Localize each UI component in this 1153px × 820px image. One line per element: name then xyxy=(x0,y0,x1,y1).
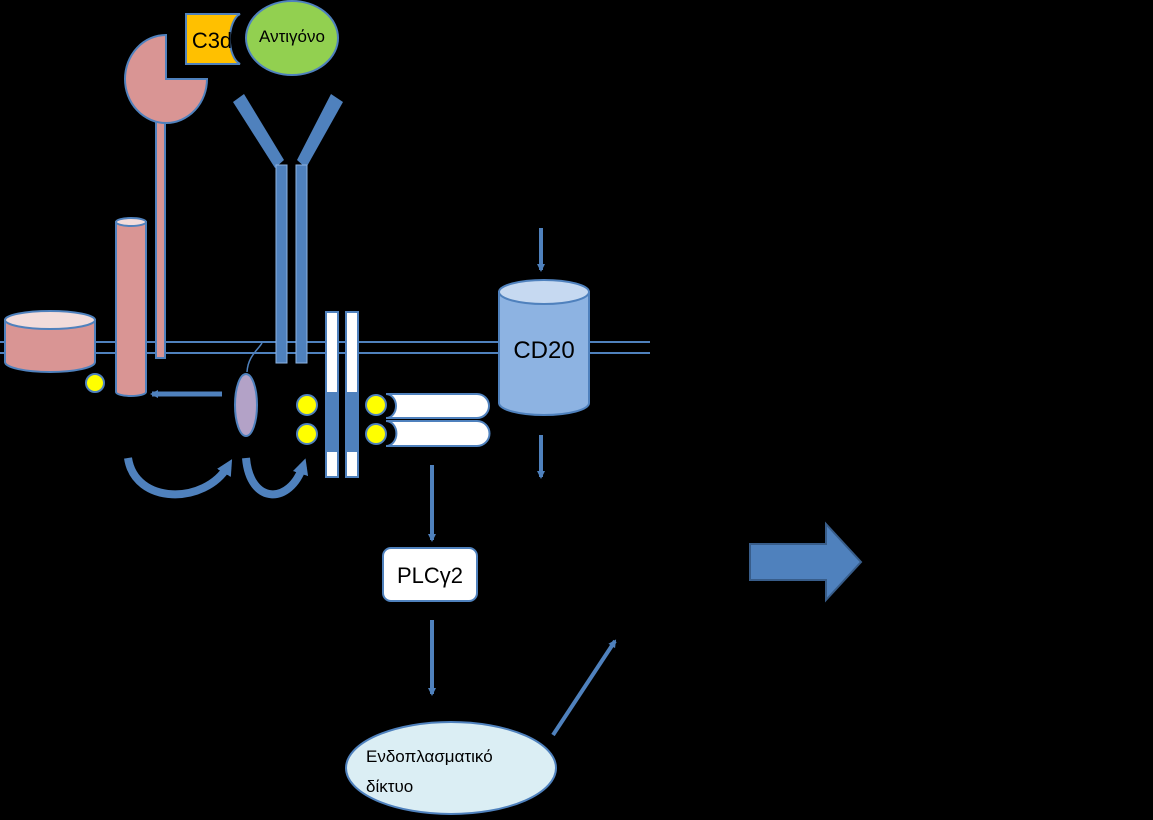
c3d-label: C3d xyxy=(192,28,232,53)
arrow-from-er xyxy=(551,639,617,737)
cd20-channel xyxy=(498,279,590,416)
plcg2-label: PLCγ2 xyxy=(397,563,463,588)
c3d-fragment xyxy=(185,13,241,65)
endoplasmic-reticulum xyxy=(345,721,557,815)
pink-tube-receptor xyxy=(115,217,147,397)
phospho-dot xyxy=(85,373,105,393)
er-label-line2: δίκτυο xyxy=(366,777,413,796)
antigen xyxy=(245,0,339,76)
cd20-label: CD20 xyxy=(513,337,574,364)
b-cell-receptor-antibody xyxy=(233,94,343,364)
antigen-label: Αντιγόνο xyxy=(259,27,325,46)
itam-phospho-dots xyxy=(296,394,387,445)
complement-receptor xyxy=(124,33,209,359)
er-label-line1: Ενδοπλασματικό xyxy=(366,747,493,766)
ig-alpha-beta-chains xyxy=(325,311,359,478)
pink-cylinder-receptor xyxy=(4,310,96,373)
lavender-kinase xyxy=(234,342,263,437)
block-arrow-right xyxy=(749,521,863,603)
syk-capsules xyxy=(385,393,491,447)
curved-arrow-left xyxy=(124,457,233,499)
plcg2-box xyxy=(382,547,478,602)
curved-arrow-right xyxy=(242,457,309,499)
